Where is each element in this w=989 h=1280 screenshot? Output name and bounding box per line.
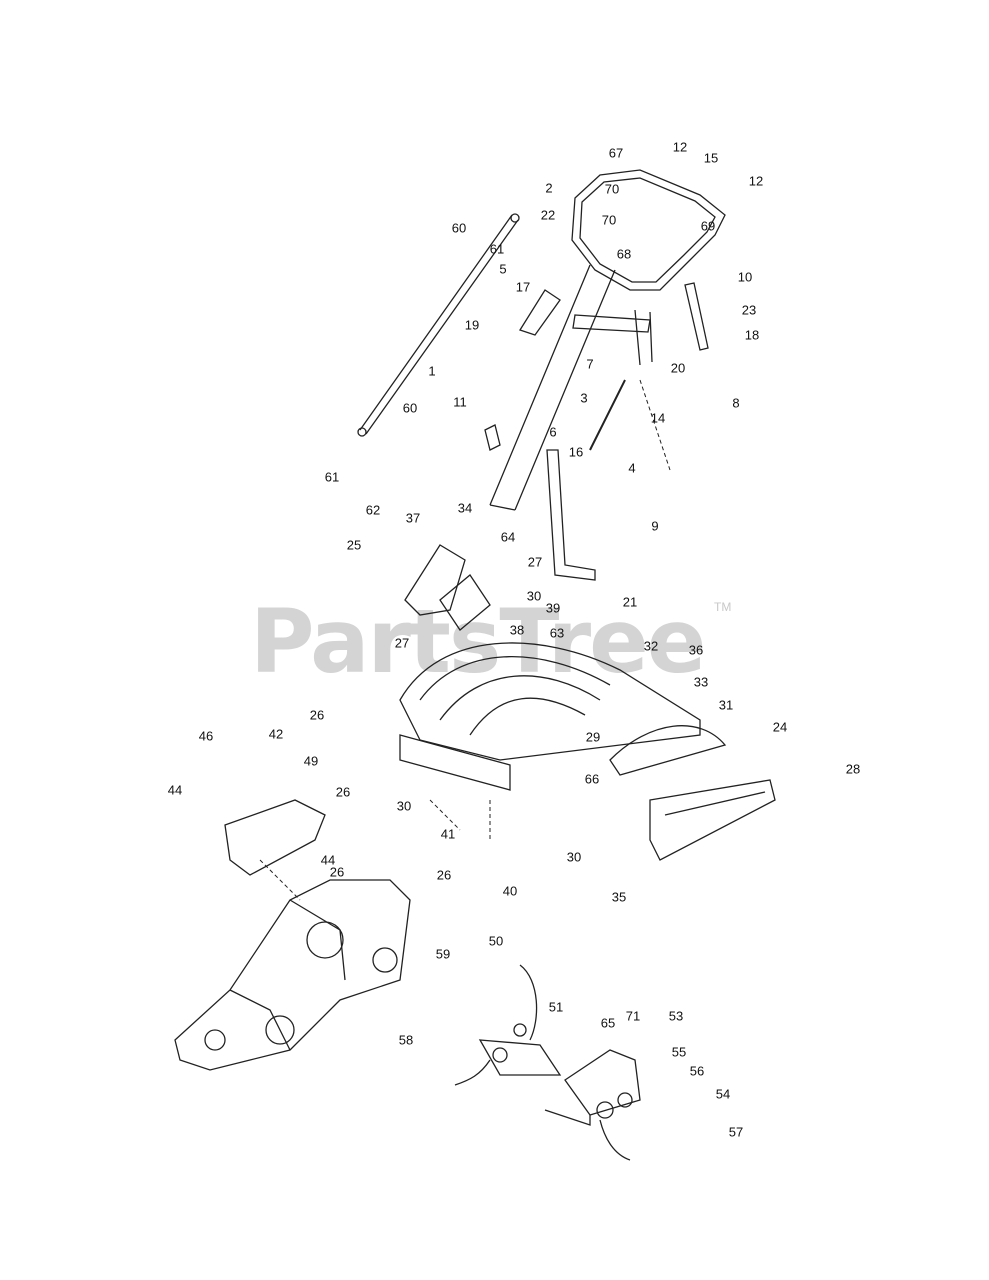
callout-70: 70 [601, 212, 617, 228]
callout-2: 2 [545, 180, 553, 196]
callout-56: 56 [689, 1063, 705, 1079]
callout-33: 33 [693, 674, 709, 690]
callout-10: 10 [737, 269, 753, 285]
callout-18: 18 [744, 327, 760, 343]
callout-53: 53 [668, 1008, 684, 1024]
callout-37: 37 [405, 510, 421, 526]
callout-60: 60 [402, 400, 418, 416]
callout-11: 11 [453, 394, 467, 410]
callout-32: 32 [643, 638, 659, 654]
callout-63: 63 [549, 625, 565, 641]
tine-shield [399, 642, 701, 761]
callout-17: 17 [515, 279, 531, 295]
callout-27: 27 [527, 554, 543, 570]
callout-14: 14 [650, 410, 666, 426]
callout-30: 30 [526, 588, 542, 604]
callout-30: 30 [566, 849, 582, 865]
callout-8: 8 [732, 395, 740, 411]
callout-27: 27 [394, 635, 410, 651]
callout-31: 31 [718, 697, 734, 713]
callout-64: 64 [500, 529, 516, 545]
callout-62: 62 [365, 502, 381, 518]
callout-61: 61 [489, 241, 505, 257]
callout-23: 23 [741, 302, 757, 318]
callout-1: 1 [428, 363, 436, 379]
callout-68: 68 [616, 246, 632, 262]
callout-59: 59 [435, 946, 451, 962]
callout-26: 26 [436, 867, 452, 883]
callout-15: 15 [703, 150, 719, 166]
callout-7: 7 [586, 356, 594, 372]
transmission-housing [174, 879, 411, 1071]
callout-44: 44 [320, 852, 336, 868]
callout-40: 40 [502, 883, 518, 899]
watermark-tm: TM [714, 600, 732, 614]
callout-49: 49 [303, 753, 319, 769]
handlebar [571, 169, 726, 291]
callout-34: 34 [457, 500, 473, 516]
callout-54: 54 [715, 1086, 731, 1102]
callout-21: 21 [622, 594, 638, 610]
callout-3: 3 [580, 390, 588, 406]
callout-20: 20 [670, 360, 686, 376]
callout-9: 9 [651, 518, 659, 534]
callout-60: 60 [451, 220, 467, 236]
callout-38: 38 [509, 622, 525, 638]
callout-71: 71 [625, 1008, 641, 1024]
callout-24: 24 [772, 719, 788, 735]
callout-50: 50 [488, 933, 504, 949]
callout-39: 39 [545, 600, 561, 616]
callout-19: 19 [464, 317, 480, 333]
callout-44: 44 [167, 782, 183, 798]
deflector [649, 779, 776, 861]
callout-28: 28 [845, 761, 861, 777]
callout-41: 41 [440, 826, 456, 842]
callout-29: 29 [585, 729, 601, 745]
callout-58: 58 [398, 1032, 414, 1048]
callout-35: 35 [611, 889, 627, 905]
callout-67: 67 [608, 145, 624, 161]
callout-46: 46 [198, 728, 214, 744]
callout-26: 26 [329, 864, 345, 880]
callout-12: 12 [672, 139, 688, 155]
callout-65: 65 [600, 1015, 616, 1031]
callout-5: 5 [499, 261, 507, 277]
callout-26: 26 [335, 784, 351, 800]
callout-4: 4 [628, 460, 636, 476]
callout-55: 55 [671, 1044, 687, 1060]
callout-69: 69 [700, 218, 716, 234]
callout-16: 16 [568, 444, 584, 460]
callout-66: 66 [584, 771, 600, 787]
callout-70: 70 [604, 181, 620, 197]
callout-36: 36 [688, 642, 704, 658]
callout-22: 22 [540, 207, 556, 223]
callout-51: 51 [548, 999, 564, 1015]
control-rod [359, 214, 519, 435]
callout-61: 61 [324, 469, 340, 485]
callout-42: 42 [268, 726, 284, 742]
callout-57: 57 [728, 1124, 744, 1140]
callout-30: 30 [396, 798, 412, 814]
callout-26: 26 [309, 707, 325, 723]
callout-12: 12 [748, 173, 764, 189]
handle-tube [489, 264, 616, 511]
callout-25: 25 [346, 537, 362, 553]
callout-6: 6 [549, 424, 557, 440]
